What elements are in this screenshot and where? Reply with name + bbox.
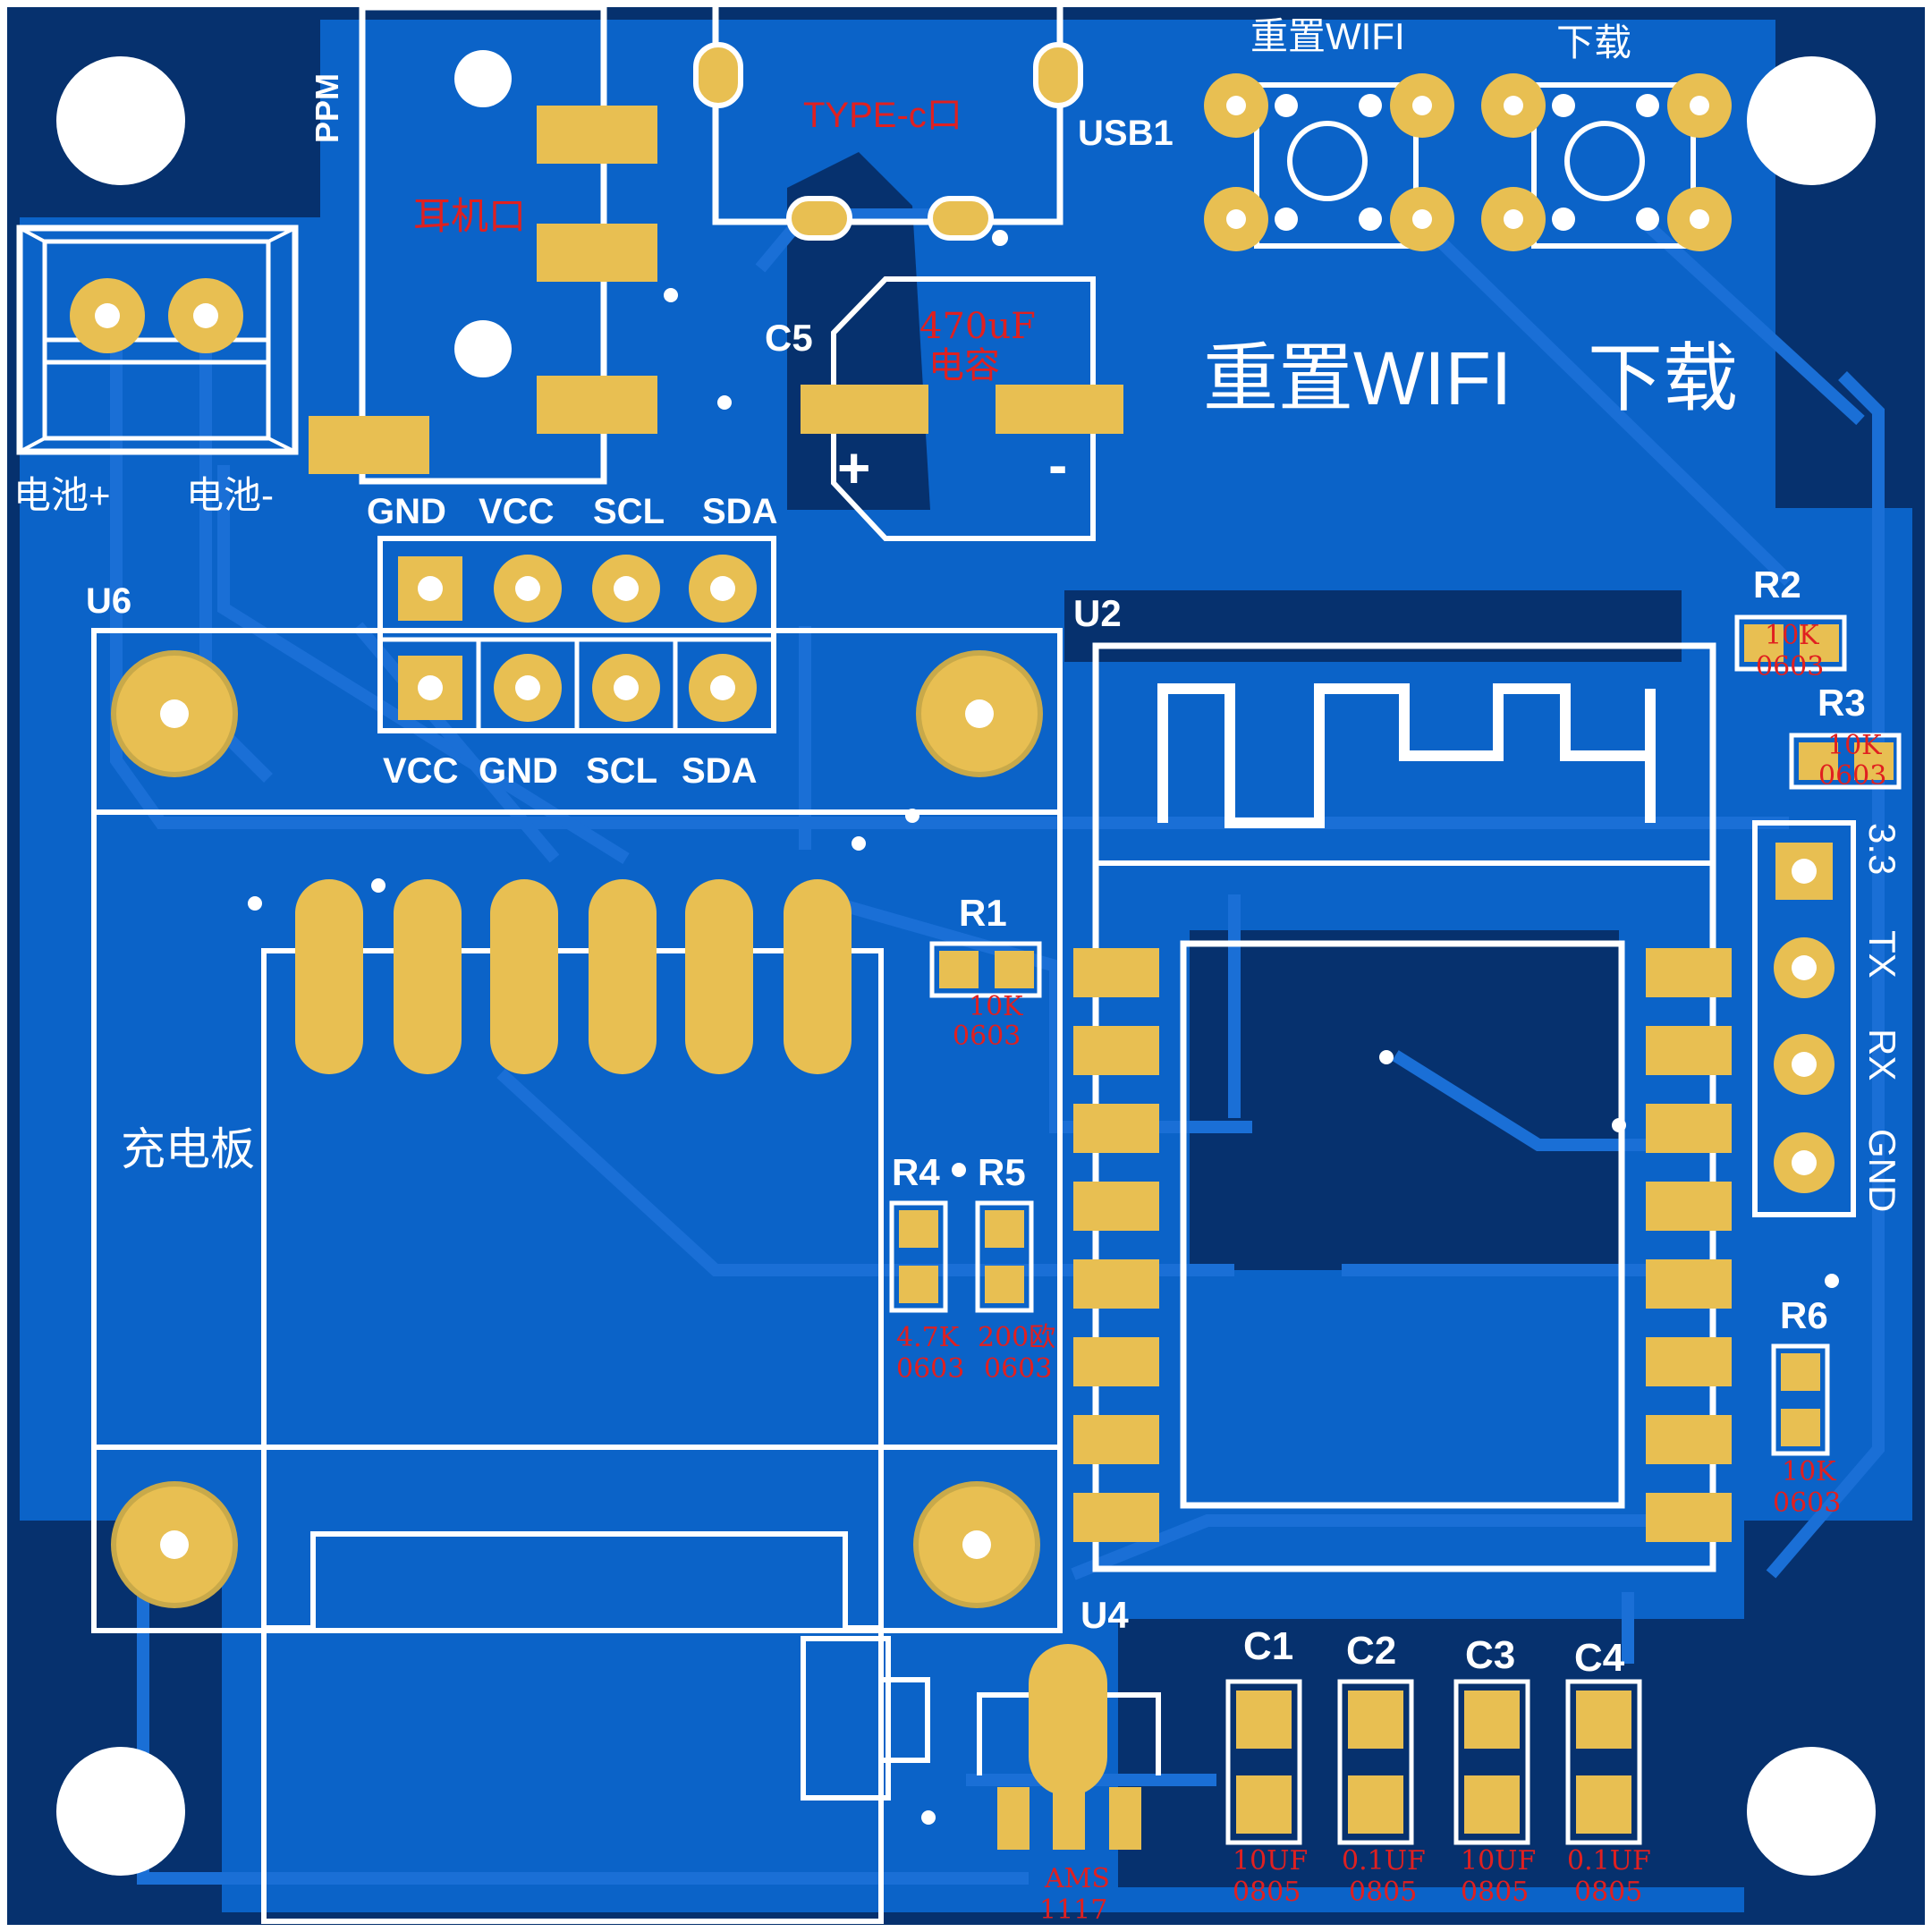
r5-label: R5 — [978, 1151, 1026, 1193]
serial-pin-2: TX — [1861, 930, 1903, 979]
serial-header — [1752, 820, 1856, 1217]
u4-value: AMS — [1044, 1863, 1110, 1894]
c5-capacitor — [801, 276, 1123, 541]
download-button[interactable] — [1481, 73, 1732, 251]
r6-resistor — [1771, 1343, 1830, 1456]
download-small-label: 下载 — [1556, 21, 1631, 64]
earphone-jack — [309, 4, 657, 485]
c4-package: 0805 — [1574, 1877, 1642, 1908]
vias — [248, 288, 1839, 1825]
header-top-pin-3: SCL — [593, 492, 665, 531]
u4-regulator — [977, 1644, 1161, 1850]
i2c-header-outline — [377, 536, 776, 733]
u6-mount-pads — [111, 650, 1043, 1608]
c3-value: 10UF — [1461, 1845, 1536, 1877]
r3-resistor — [1789, 733, 1902, 790]
u6-label: U6 — [86, 581, 131, 621]
mount-hole-br — [1747, 1747, 1876, 1876]
battery-plus-label: 电池+ — [13, 474, 111, 516]
battery-connector — [16, 225, 299, 455]
c3-package: 0805 — [1461, 1877, 1529, 1908]
c5-label: C5 — [765, 317, 813, 359]
c4-capacitor — [1565, 1679, 1642, 1845]
mount-hole-tr — [1747, 56, 1876, 185]
r1-value: 10K — [969, 991, 1023, 1022]
r5-resistor — [975, 1200, 1034, 1313]
serial-pin-4: GND — [1861, 1129, 1903, 1212]
earphone-label: 耳机口 — [413, 195, 526, 237]
header-top-pin-2: VCC — [479, 492, 554, 531]
r4-package: 0603 — [896, 1353, 964, 1385]
r5-package: 0603 — [984, 1353, 1052, 1385]
i2c-header-pads — [398, 555, 757, 722]
cap-name-label: 电容 — [928, 345, 1000, 386]
cap-value-label: 470uF — [919, 306, 1036, 347]
r3-package: 0603 — [1818, 760, 1886, 792]
ppm-label: PPM — [309, 73, 345, 143]
r4-value: 4.7K — [896, 1322, 960, 1353]
header-bottom-pin-3: SCL — [586, 751, 657, 791]
mounting-holes — [56, 56, 1876, 1876]
c2-capacitor — [1337, 1679, 1414, 1845]
header-bottom-pin-1: VCC — [383, 751, 458, 791]
reset-wifi-small-label: 重置WIFI — [1250, 15, 1405, 57]
cap-minus-label: - — [1048, 433, 1067, 497]
c4-label: C4 — [1574, 1636, 1625, 1680]
typec-label: TYPE-c口 — [803, 96, 962, 135]
r3-label: R3 — [1818, 682, 1866, 724]
u6-charger-module — [91, 628, 1063, 1924]
reset-wifi-button[interactable] — [1204, 73, 1454, 251]
mount-hole-tl — [56, 56, 185, 185]
download-big-label: 下载 — [1588, 336, 1738, 420]
u4-package: 1117 — [1039, 1894, 1107, 1926]
mount-hole-bl — [56, 1747, 185, 1876]
r4-resistor — [889, 1200, 948, 1313]
header-bottom-pin-2: GND — [479, 751, 558, 791]
reset-wifi-big-label: 重置WIFI — [1203, 336, 1512, 420]
c4-value: 0.1UF — [1567, 1845, 1651, 1877]
u4-label: U4 — [1080, 1594, 1129, 1636]
usb1-label: USB1 — [1078, 114, 1174, 153]
u2-right-pads — [1646, 948, 1732, 1542]
serial-pin-1: 3.3 — [1861, 823, 1903, 875]
c3-capacitor — [1453, 1679, 1530, 1845]
r1-resistor — [929, 941, 1042, 998]
r6-label: R6 — [1780, 1294, 1828, 1336]
battery-minus-label: 电池- — [186, 474, 274, 516]
c1-value: 10UF — [1233, 1845, 1308, 1877]
r4-label: R4 — [892, 1151, 940, 1193]
c2-value: 0.1UF — [1342, 1845, 1426, 1877]
r5-value: 200欧 — [978, 1322, 1055, 1353]
c3-label: C3 — [1465, 1633, 1515, 1677]
header-bottom-pin-4: SDA — [682, 751, 757, 791]
r1-label: R1 — [959, 892, 1007, 934]
cap-plus-label: + — [837, 436, 870, 500]
r3-value: 10K — [1827, 730, 1882, 761]
u2-left-pads — [1073, 948, 1159, 1542]
r6-value: 10K — [1782, 1456, 1836, 1487]
c2-label: C2 — [1346, 1629, 1396, 1673]
c1-label: C1 — [1243, 1624, 1293, 1668]
header-top-pin-1: GND — [367, 492, 446, 531]
r6-package: 0603 — [1773, 1487, 1841, 1519]
r1-package: 0603 — [953, 1021, 1021, 1052]
c2-package: 0805 — [1349, 1877, 1417, 1908]
u2-label: U2 — [1073, 592, 1122, 634]
charger-finger-pads — [295, 879, 852, 1074]
header-top-pin-4: SDA — [702, 492, 777, 531]
r2-package: 0603 — [1756, 651, 1824, 682]
r2-value: 10K — [1765, 620, 1819, 651]
c1-capacitor — [1225, 1679, 1302, 1845]
r2-resistor — [1734, 614, 1847, 672]
charger-label: 充电板 — [121, 1124, 255, 1174]
c1-package: 0805 — [1233, 1877, 1301, 1908]
typec-connector — [693, 7, 1083, 246]
serial-pin-3: RX — [1861, 1029, 1903, 1080]
r2-label: R2 — [1753, 564, 1801, 606]
